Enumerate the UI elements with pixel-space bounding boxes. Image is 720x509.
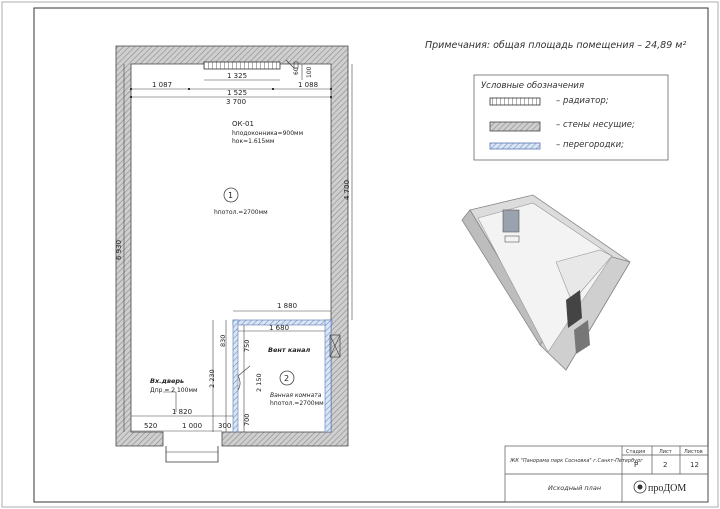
dim-700: 700 [243,414,251,426]
dim-right-seg: 1 088 [298,81,318,89]
isometric-view [461,194,631,371]
stamp-stage: Р [634,461,638,469]
entrance-label: Вх.дверь [150,377,184,385]
legend-swatch-wall [489,121,541,132]
window-h1: hподоконника=900мм [232,130,303,137]
brand-name: проДОМ [648,483,686,494]
entrance-door [165,446,219,463]
brand-logo: проДОМ [633,480,686,494]
legend-partition-label: – перегородки; [556,140,625,150]
radiator [203,61,281,70]
room2-marker [279,370,295,386]
legend-swatch-radiator [489,97,541,106]
dim-rad-gap: 100 [306,66,313,78]
legend-title: Условные обозначения [481,81,585,91]
room2-height: hпотол.=2700мм [270,400,324,407]
dim-830: 830 [219,335,227,347]
dim-2230: 2 230 [208,369,216,388]
dim-750: 750 [243,340,251,352]
room2-number: 2 [284,374,289,383]
stamp-sheet: 2 [663,461,667,469]
stamp-project: ЖК "Панорама парк Сосновка" г.Санкт-Пете… [509,458,643,464]
room1-marker [223,187,239,203]
stamp-drawing: Исходный план [548,484,601,492]
dim-mid-seg: 1 525 [227,89,247,97]
dim-total-width: 3 700 [226,98,246,106]
dimension-lines [123,64,353,432]
dim-300: 300 [218,422,231,430]
title-block [504,445,709,503]
dim-520: 520 [144,422,157,430]
partition-bath-left [232,319,239,433]
stamp-sheets-header: Листов [684,449,703,455]
legend-swatch-partition [489,142,541,150]
dim-left-height: 6 930 [115,240,123,260]
dim-1820: 1 820 [172,408,192,416]
area-note: Примечания: общая площадь помещения – 24… [425,40,687,51]
stamp-sheets: 12 [690,461,699,469]
dim-rad-width: 1 325 [227,72,247,80]
dim-left-seg: 1 087 [152,81,172,89]
stamp-stage-header: Стадия [626,449,645,455]
room2-name: Ванная комната [270,392,322,399]
dim-1000: 1 000 [182,422,202,430]
dimension-ticks [130,88,332,98]
bearing-walls [115,45,349,447]
window-label: ОК-01 [232,120,254,128]
vent-channel [329,334,341,358]
partition-bath-right [324,319,332,433]
room1-height: hпотол.=2700мм [214,209,268,216]
legend-wall-label: – стены несущие; [556,120,635,130]
dim-bath-inner: 1 680 [269,324,289,332]
legend-box [473,74,669,161]
dim-bath-top: 1 880 [277,302,297,310]
dim-rad-depth: 60 [293,67,300,75]
drawing-frame [33,7,709,503]
dim-right-height: 4 700 [343,180,351,200]
window-h2: hок=1.615мм [232,138,274,145]
legend-radiator-label: – радиатор; [556,96,609,106]
dim-2150: 2 150 [255,373,263,392]
room1-number: 1 [228,191,233,200]
entrance-dim: Дпр = 2 100мм [150,387,198,394]
stamp-sheet-header: Лист [659,449,672,455]
vent-label: Вент канал [268,346,311,354]
